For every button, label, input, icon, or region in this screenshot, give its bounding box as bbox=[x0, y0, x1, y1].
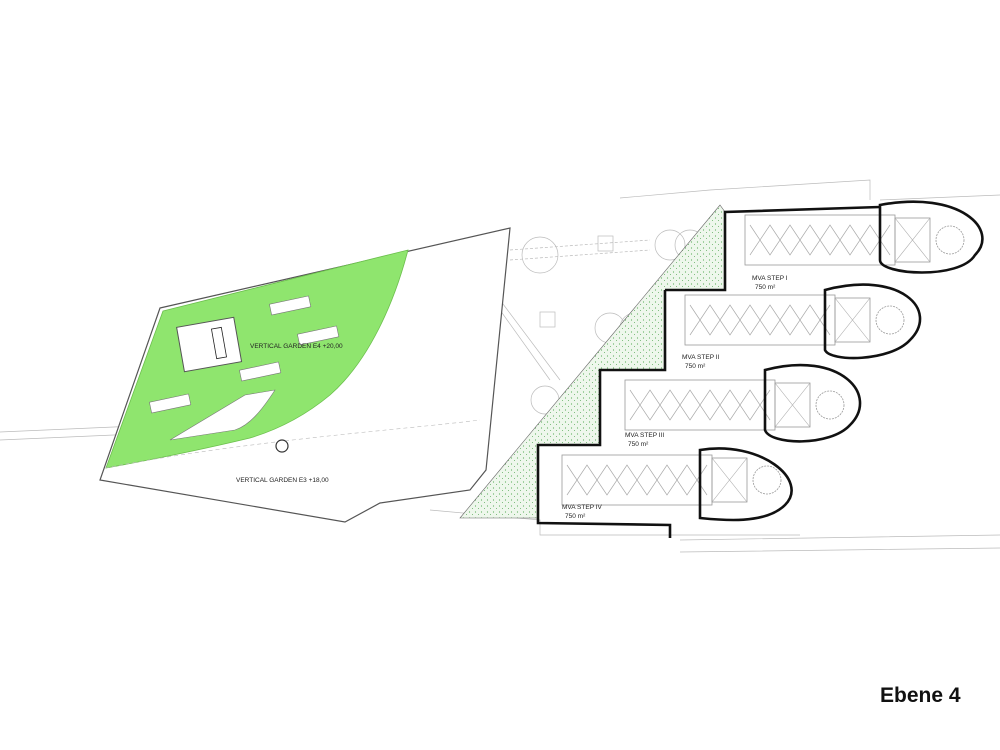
mva-step-3-plan bbox=[624, 363, 862, 443]
label-step-4-area: 750 m² bbox=[565, 513, 586, 520]
stair-core bbox=[176, 316, 243, 373]
column bbox=[275, 439, 289, 453]
label-step-4: MVA STEP IV bbox=[562, 504, 603, 511]
mva-step-1-plan bbox=[744, 200, 984, 274]
mva-step-2-plan bbox=[684, 283, 922, 360]
label-step-1-area: 750 m² bbox=[755, 284, 776, 291]
label-step-3-area: 750 m² bbox=[628, 441, 649, 448]
label-step-2-area: 750 m² bbox=[685, 363, 706, 370]
level-title: Ebene 4 bbox=[880, 684, 961, 707]
label-step-3: MVA STEP III bbox=[625, 432, 664, 439]
label-garden-e3: VERTICAL GARDEN E3 +18,00 bbox=[236, 477, 329, 484]
label-garden-e4: VERTICAL GARDEN E4 +20,00 bbox=[250, 343, 343, 350]
label-step-2: MVA STEP II bbox=[682, 354, 720, 361]
label-step-1: MVA STEP I bbox=[752, 275, 788, 282]
stepped-wall bbox=[536, 205, 881, 538]
vertical-garden-e4 bbox=[105, 249, 409, 469]
garden-void bbox=[169, 389, 276, 441]
skylights bbox=[149, 295, 340, 414]
mva-step-4-plan bbox=[561, 447, 793, 522]
